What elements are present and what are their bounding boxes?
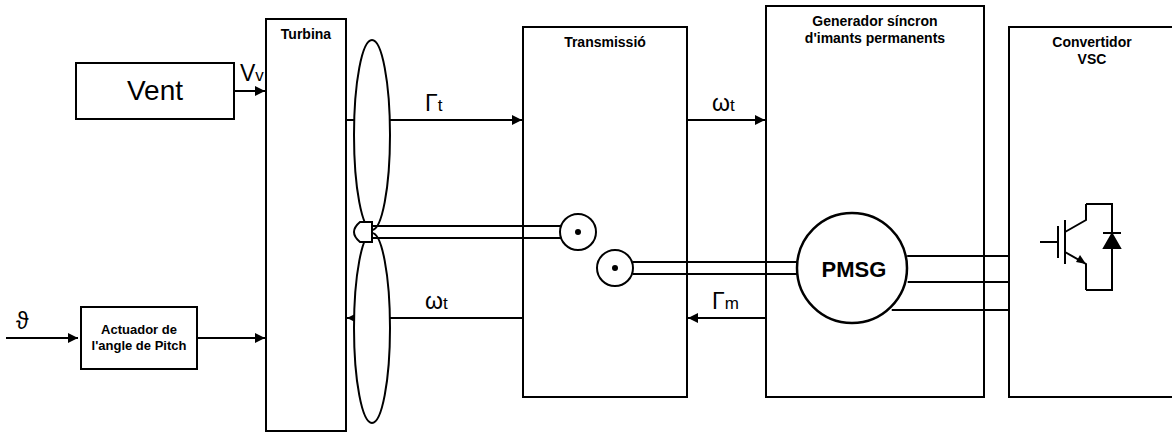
node-text: Turbina: [267, 26, 345, 43]
signal-label: Vv: [240, 62, 264, 87]
node-text: PMSG: [822, 257, 887, 283]
turbine-box: Turbina: [265, 18, 347, 432]
generator-circle: [797, 213, 907, 323]
gear: [597, 250, 633, 286]
node-text: Vent: [127, 75, 183, 107]
igbt-symbol: [1040, 204, 1121, 290]
input-wire: [6, 337, 78, 339]
hub: [354, 222, 372, 242]
connector: [198, 337, 265, 339]
actuator-box: Actuador de l'angle de Pitch: [80, 306, 198, 370]
connector: [688, 317, 765, 319]
converter-box: Convertidor VSC: [1008, 26, 1172, 398]
signal-label: ωt: [712, 92, 735, 117]
igbt-arrow: [1076, 255, 1086, 264]
turbine-blade: [354, 233, 390, 423]
connector: [688, 119, 765, 121]
transmission-box: Transmissió: [522, 26, 688, 398]
node-text: Actuador de l'angle de Pitch: [82, 322, 196, 354]
generator-box: Generador síncron d'imants permanentsPMS…: [765, 5, 985, 398]
shaft: [633, 262, 800, 274]
shaft: [370, 226, 562, 238]
signal-label: ωt: [425, 290, 448, 315]
generator-circle-label: PMSG: [799, 215, 909, 325]
node-text: Transmissió: [524, 34, 686, 51]
connector: [235, 90, 265, 92]
wind-box: Vent: [75, 62, 235, 120]
signal-label: Γm: [712, 290, 739, 315]
turbine-blade: [354, 40, 390, 230]
connector: [892, 256, 1008, 310]
gear-axis: [575, 229, 581, 235]
signal-label: Γt: [425, 92, 442, 117]
gear: [560, 214, 596, 250]
node-text: Convertidor VSC: [1037, 34, 1147, 68]
gear-axis: [612, 265, 618, 271]
node-text: Generador síncron d'imants permanents: [785, 13, 965, 47]
signal-label: ϑ: [16, 310, 29, 335]
